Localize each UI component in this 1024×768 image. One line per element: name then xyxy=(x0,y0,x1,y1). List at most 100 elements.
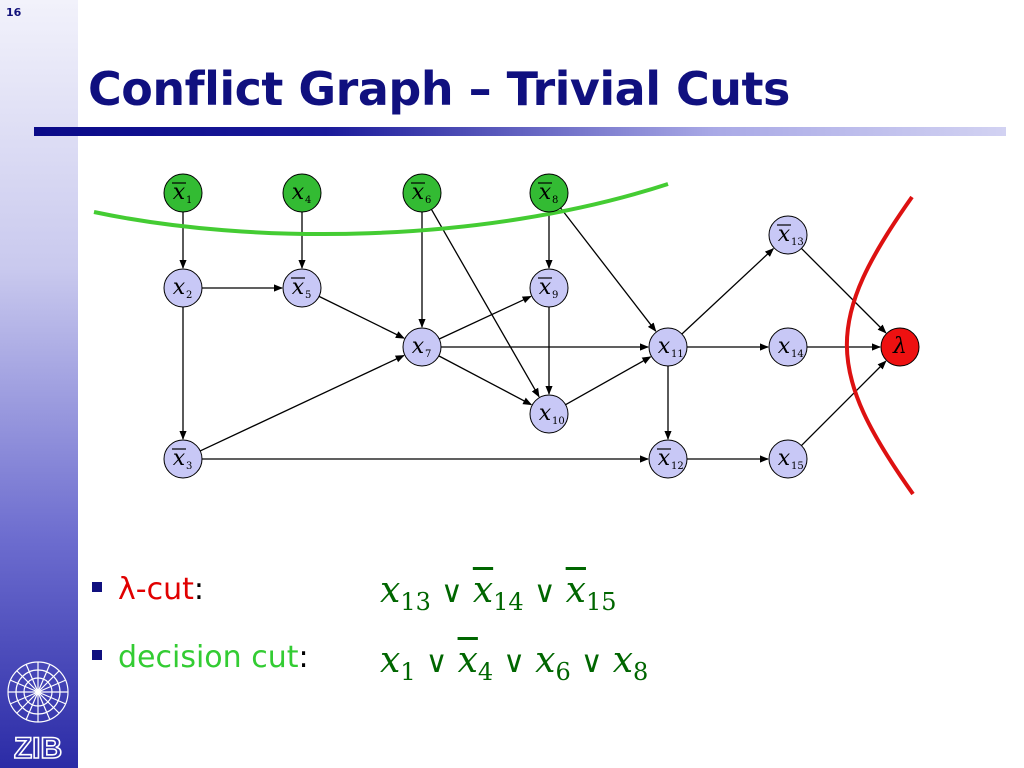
node-subscript: 12 xyxy=(671,461,684,472)
node-label: x xyxy=(412,334,425,359)
edge-n15-lambda xyxy=(800,360,887,447)
node-label: x xyxy=(778,446,791,471)
node-label: x xyxy=(173,180,186,205)
graph-edges xyxy=(179,207,887,463)
decision-cut-label: decision cut xyxy=(118,640,299,675)
node-label: x xyxy=(658,334,671,359)
decision-cut-colon: : xyxy=(298,640,309,675)
edge-n11-n13 xyxy=(681,248,775,335)
zib-logo-icon: ZIB xyxy=(7,661,69,764)
lambda-cut-curve xyxy=(845,195,915,496)
node-label: x xyxy=(292,275,305,300)
node-subscript: 9 xyxy=(552,290,558,301)
node-subscript: 3 xyxy=(186,461,192,472)
node-label: x xyxy=(173,446,186,471)
formula-variable: x xyxy=(457,640,478,681)
edge-n7-n9 xyxy=(438,295,532,340)
edge-n10-n11 xyxy=(565,356,652,406)
lambda-cut-label-prefix: λ xyxy=(118,572,136,607)
node-label: x xyxy=(412,180,425,205)
node-label: x xyxy=(173,275,186,300)
node-subscript: 10 xyxy=(552,416,565,427)
node-label: x xyxy=(778,334,791,359)
or-operator: ∨ xyxy=(503,645,526,680)
node-circle xyxy=(163,268,203,308)
lambda-cut-colon: : xyxy=(193,572,204,607)
node-label: x xyxy=(539,401,552,426)
node-circle xyxy=(768,327,808,367)
node-subscript: 5 xyxy=(305,290,311,301)
edge-n5-n7 xyxy=(318,295,405,339)
node-subscript: 1 xyxy=(186,195,192,206)
formula-subscript: 15 xyxy=(585,588,617,616)
edge-n8-n11 xyxy=(560,207,657,332)
formula-variable: x xyxy=(472,570,494,611)
node-circle xyxy=(880,327,920,367)
formula-subscript: 13 xyxy=(400,588,431,616)
bullet-lambda-cut: λ-cut: xyxy=(92,572,204,607)
or-operator: ∨ xyxy=(533,575,556,610)
formula-variable: x xyxy=(535,640,556,681)
bullet-marker xyxy=(92,649,102,660)
formula-variable: x xyxy=(565,570,586,611)
node-circle xyxy=(768,439,808,479)
lambda-cut-label: -cut xyxy=(135,572,194,607)
node-subscript: 2 xyxy=(186,290,192,301)
node-label: λ xyxy=(892,334,907,359)
node-lambda: λ xyxy=(880,327,920,367)
title-divider xyxy=(34,127,1006,136)
formula-subscript: 8 xyxy=(633,658,649,686)
or-operator: ∨ xyxy=(580,645,603,680)
node-subscript: 8 xyxy=(552,195,558,206)
edge-n3-n7 xyxy=(199,354,405,452)
node-subscript: 7 xyxy=(425,349,431,360)
node-label: x xyxy=(539,180,552,205)
node-subscript: 6 xyxy=(425,195,431,206)
node-label: x xyxy=(658,446,671,471)
node-circle xyxy=(402,327,442,367)
formula-subscript: 6 xyxy=(555,658,571,686)
bullet-marker xyxy=(92,581,102,592)
node-subscript: 4 xyxy=(305,195,311,206)
node-subscript: 13 xyxy=(791,237,804,248)
edge-n13-lambda xyxy=(800,247,887,334)
formula-variable: x xyxy=(380,570,401,611)
node-subscript: 11 xyxy=(671,349,684,360)
formula-subscript: 1 xyxy=(400,658,416,686)
formula-subscript: 4 xyxy=(477,658,494,686)
node-label: x xyxy=(292,180,305,205)
edge-n7-n10 xyxy=(438,355,533,406)
formula-variable: x xyxy=(612,640,633,681)
logo-text: ZIB xyxy=(14,732,62,764)
lambda-cut-formula: x13∨x14∨x15 xyxy=(380,570,617,616)
slide-number: 16 xyxy=(6,6,22,19)
formula-subscript: 14 xyxy=(493,588,524,616)
node-label: x xyxy=(778,222,791,247)
edge-n6-n10 xyxy=(430,209,540,398)
node-subscript: 14 xyxy=(791,349,804,360)
decision-cut-formula: x1∨x4∨x6∨x8 xyxy=(380,640,648,686)
node-circle xyxy=(648,327,688,367)
decision-cut-curve xyxy=(93,182,669,237)
page-title: Conflict Graph – Trivial Cuts xyxy=(88,62,790,116)
or-operator: ∨ xyxy=(425,645,448,680)
node-circle xyxy=(529,394,569,434)
node-circle xyxy=(282,173,322,213)
